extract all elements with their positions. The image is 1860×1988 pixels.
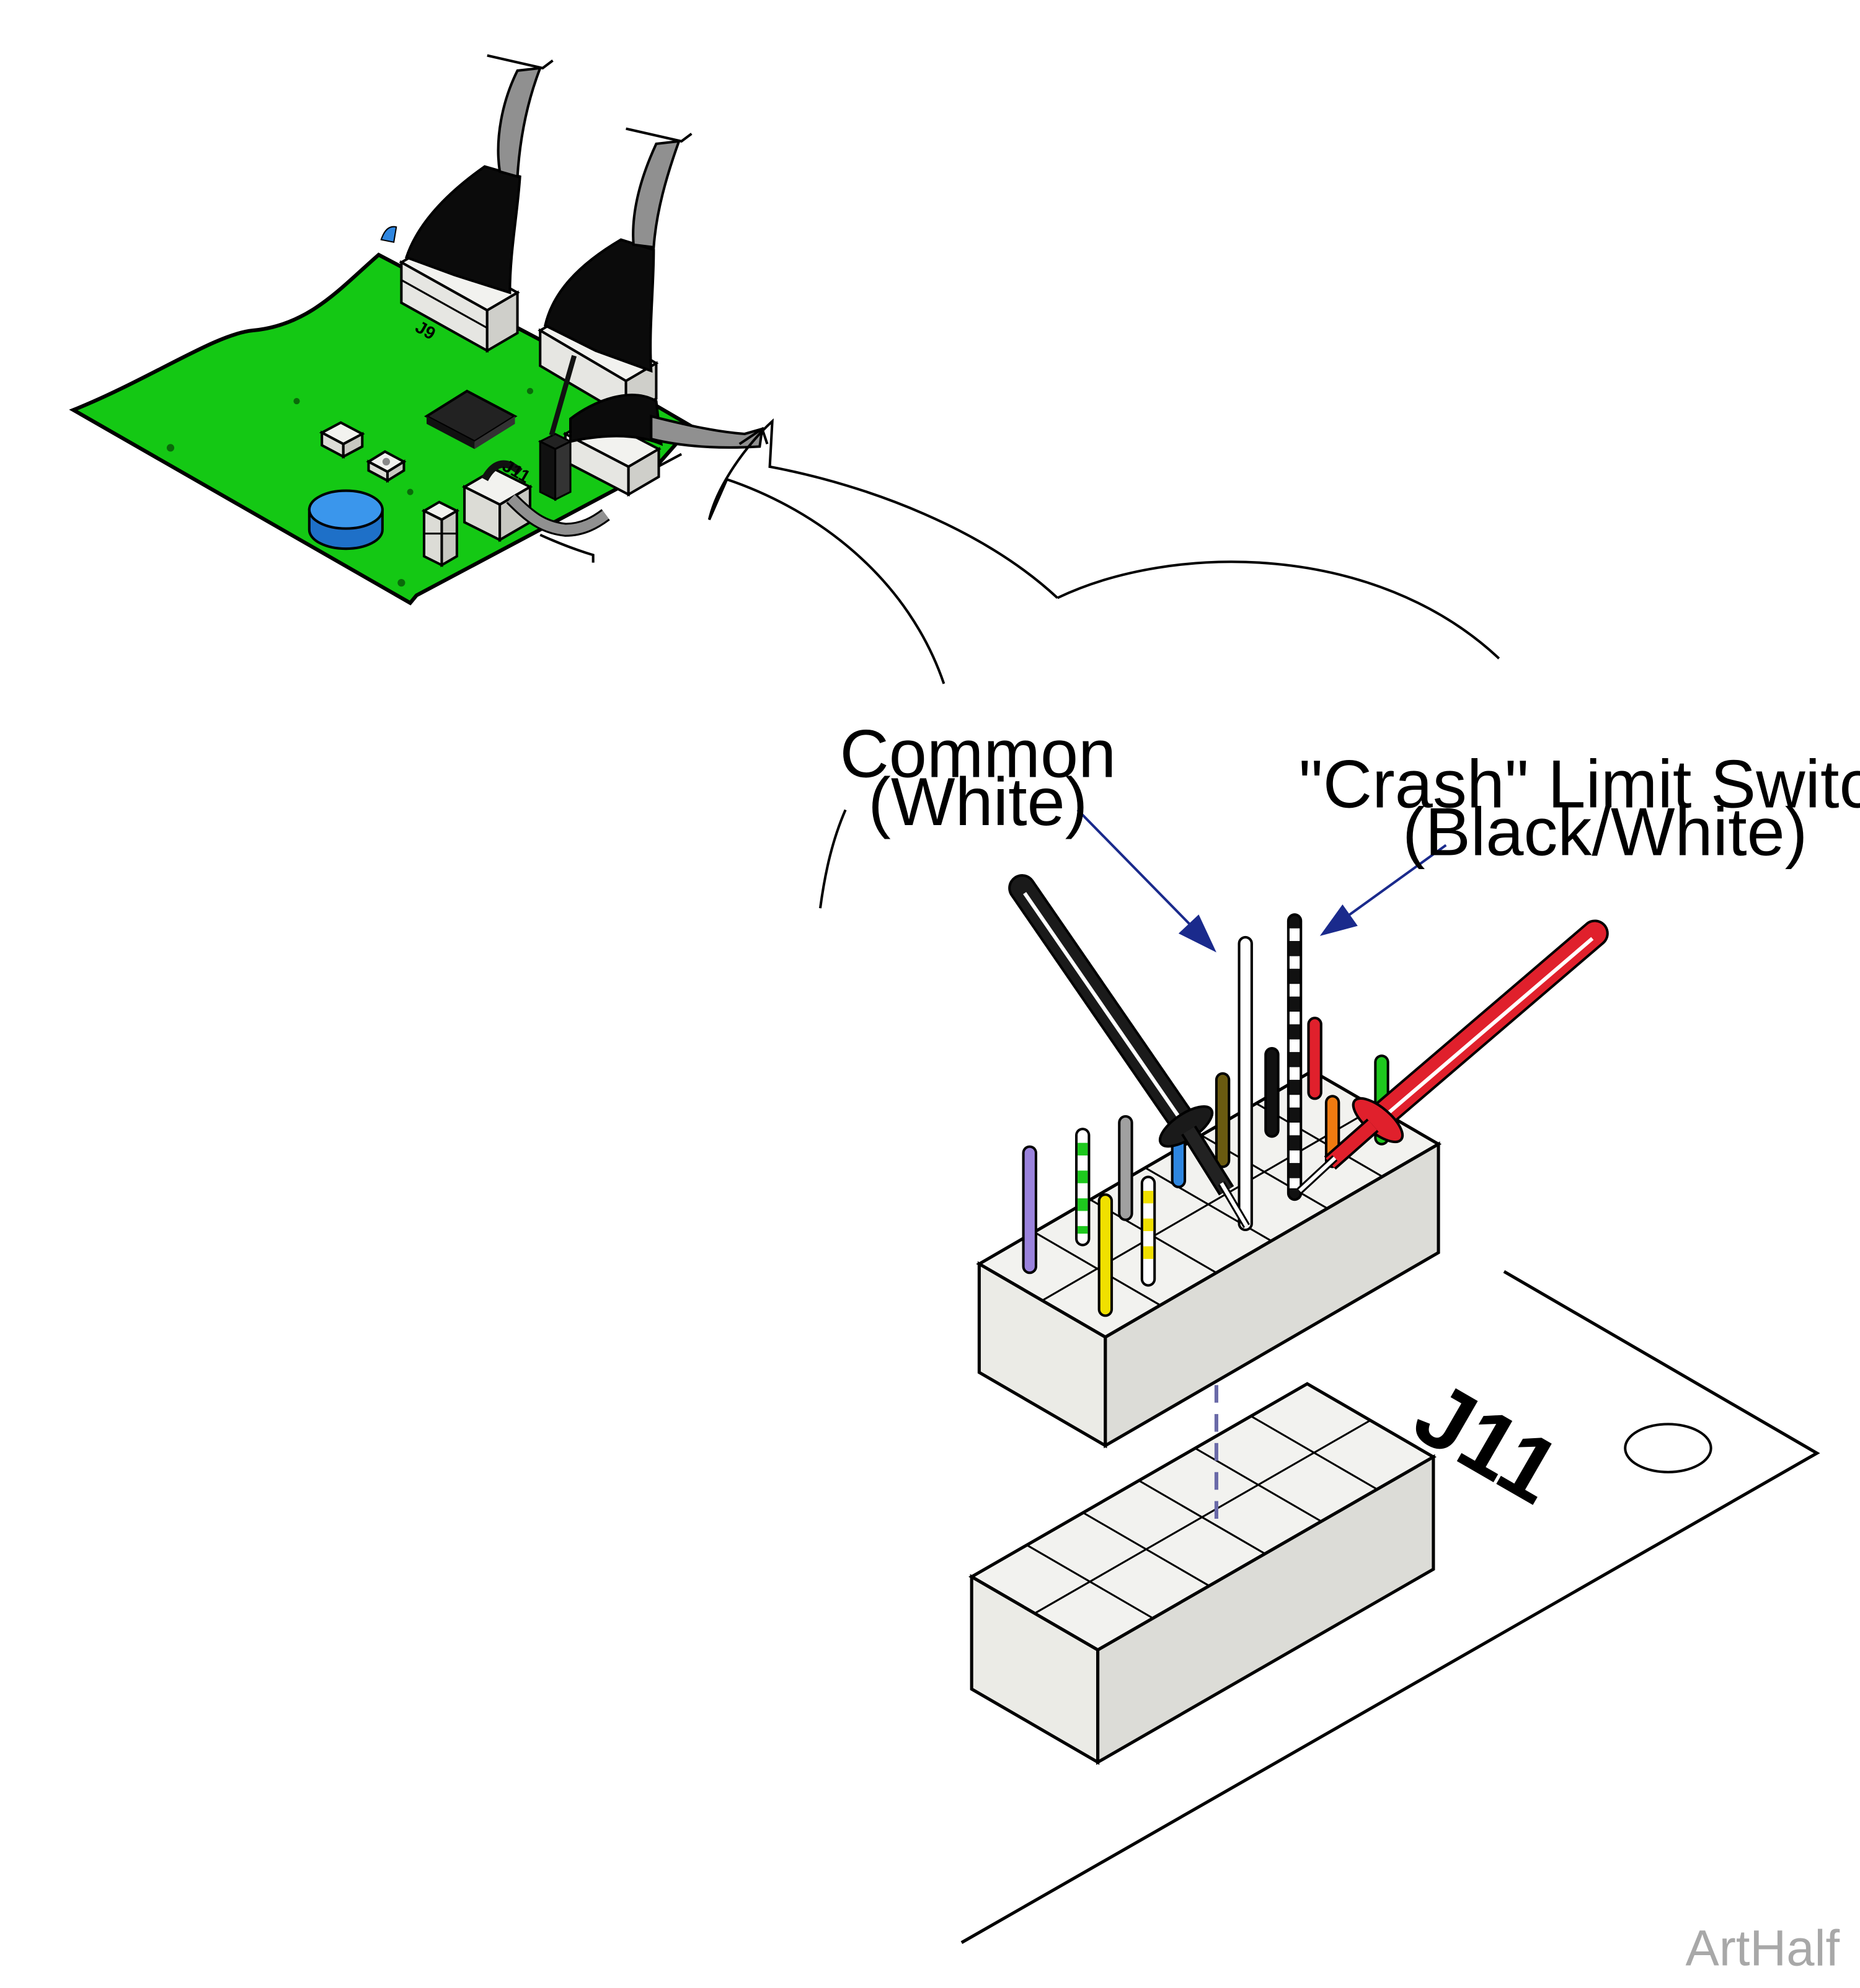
front-wire-layer [1022,913,1303,1317]
zoom-arrow [707,418,1058,684]
board-mounting-hole [1624,1423,1712,1473]
j10-cable-boot [544,238,655,373]
watermark: ArtHalf [1685,1920,1840,1976]
callout-common-line2: (White) [868,764,1087,840]
j9-connector [399,54,554,353]
common-leader-line [1076,808,1202,937]
mounting-hole [166,444,175,452]
crash-leader-line [1337,844,1447,925]
crash-leader-arrowhead [1319,904,1358,936]
housing-side [1104,1141,1440,1449]
mounting-hole [397,579,405,587]
callout-crash-line2: (Black/White) [1402,795,1807,870]
zoom-indicator [707,418,1500,909]
j11-cable [650,414,764,449]
j11-connector-small [538,355,769,501]
callout-leaders [1076,808,1447,953]
black-test-probe [1008,874,1251,1229]
small-component [319,421,365,459]
blue-capacitor [308,489,384,550]
callout-crash: "Crash" Limit Switch (Black/White) [1299,746,1860,870]
small-connector [461,460,610,563]
zoom-arc-left [818,809,847,909]
board-outline [960,1270,1820,1944]
j11-pcb-header [968,1382,1437,1765]
push-button [366,450,407,483]
j9-cable [497,66,542,179]
common-leader-arrowhead [1178,914,1216,953]
pcb-overview: J9 J11 [69,54,769,606]
red-test-probe [1297,919,1609,1194]
j10-cable [632,139,681,249]
j10-connector [538,127,693,419]
j11-wire-housing [976,1017,1442,1449]
pcb-header-side [1096,1454,1435,1765]
blue-led [380,226,397,243]
jumper-block [421,500,460,568]
mounting-hole [407,488,414,495]
callout-common: Common (White) [839,716,1116,839]
mounting-hole [526,387,534,394]
zoom-arc-right [1056,560,1500,660]
mounting-hole [293,398,300,405]
callout-crash-line1: "Crash" Limit Switch [1299,746,1860,822]
j9-cable-boot [404,165,521,294]
ic-chip [423,389,518,449]
callout-common-line1: Common [839,716,1116,792]
